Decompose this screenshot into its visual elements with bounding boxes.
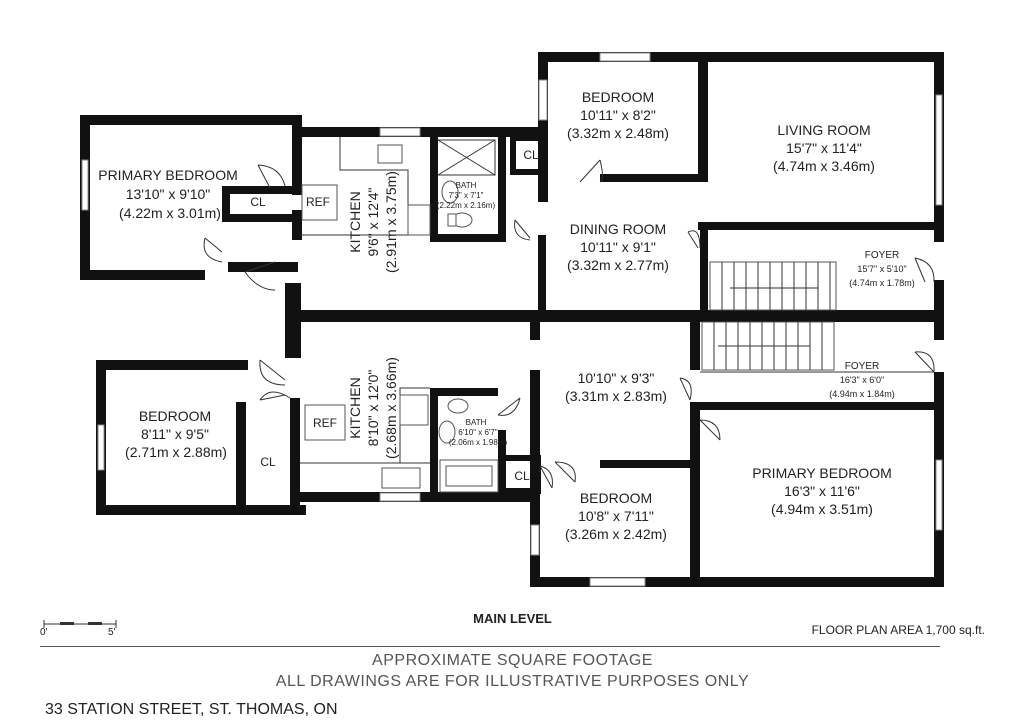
property-address: 33 STATION STREET, ST. THOMAS, ON — [45, 701, 338, 718]
foyer-lower-name: FOYER — [845, 361, 879, 372]
level-title: MAIN LEVEL — [473, 611, 552, 626]
kitchen-lower-imperial: 8'10" x 12'0" — [365, 370, 381, 447]
bedroom-right-name: BEDROOM — [580, 490, 652, 506]
living-name: LIVING ROOM — [777, 122, 870, 138]
labels-lower-unit: BEDROOM 8'11" x 9'5" (2.71m x 2.88m) CL … — [125, 357, 895, 542]
dining-imperial: 10'11" x 9'1" — [580, 239, 656, 255]
scale-start-label: 0' — [40, 627, 48, 638]
bedroom-left-name: BEDROOM — [139, 408, 211, 424]
primary-bedroom-lower-metric: (4.94m x 3.51m) — [771, 501, 873, 517]
fridge-label: REF — [306, 195, 330, 209]
bath-closet-label: CL — [523, 148, 539, 162]
center-room-imperial: 10'10" x 9'3" — [578, 370, 655, 386]
labels-upper-unit: PRIMARY BEDROOM 13'10" x 9'10" (4.22m x … — [98, 89, 915, 288]
bath-imperial: 7'3" x 7'1" — [449, 191, 484, 200]
scale-end-label: 5' — [108, 627, 116, 638]
primary-bedroom-imperial: 13'10" x 9'10" — [126, 186, 211, 202]
bedroom-name: BEDROOM — [582, 89, 654, 105]
bedroom-metric: (3.32m x 2.48m) — [567, 125, 669, 141]
foyer-imperial: 15'7" x 5'10" — [857, 264, 906, 274]
bedroom-left-imperial: 8'11" x 9'5" — [141, 426, 209, 442]
bath-name: BATH — [456, 181, 477, 190]
dining-name: DINING ROOM — [570, 221, 666, 237]
center-room-metric: (3.31m x 2.83m) — [565, 388, 667, 404]
dining-metric: (3.32m x 2.77m) — [567, 257, 669, 273]
footer-divider — [40, 646, 940, 647]
kitchen-metric: (2.91m x 3.75m) — [383, 171, 399, 273]
kitchen-lower-metric: (2.68m x 3.66m) — [383, 357, 399, 459]
bedroom-right-metric: (3.26m x 2.42m) — [565, 526, 667, 542]
fixtures — [300, 137, 934, 493]
closet-label: CL — [250, 195, 266, 209]
kitchen-name: KITCHEN — [347, 191, 363, 252]
living-imperial: 15'7" x 11'4" — [786, 140, 862, 156]
scale-bar — [43, 620, 117, 628]
primary-bedroom-lower-imperial: 16'3" x 11'6" — [784, 483, 860, 499]
disclaimer-line-2: ALL DRAWINGS ARE FOR ILLUSTRATIVE PURPOS… — [275, 673, 750, 690]
bath-lower-metric: (2.06m x 1.98m) — [449, 438, 508, 447]
foyer-metric: (4.74m x 1.78m) — [849, 278, 915, 288]
primary-bedroom-lower-name: PRIMARY BEDROOM — [752, 465, 892, 481]
bath-lower-name: BATH — [466, 418, 487, 427]
foyer-lower-imperial: 16'3" x 6'0" — [840, 375, 884, 385]
primary-bedroom-name: PRIMARY BEDROOM — [98, 167, 238, 183]
fridge-label-lower: REF — [313, 416, 337, 430]
foyer-name: FOYER — [865, 250, 899, 261]
floor-plan-area: FLOOR PLAN AREA 1,700 sq.ft. — [811, 623, 985, 637]
closet-label-lower: CL — [260, 455, 276, 469]
kitchen-lower-name: KITCHEN — [347, 377, 363, 438]
living-metric: (4.74m x 3.46m) — [773, 158, 875, 174]
windows — [81, 52, 943, 587]
bath-closet-lower-label: CL — [514, 469, 530, 483]
kitchen-imperial: 9'6" x 12'4" — [365, 187, 381, 256]
doors — [203, 159, 935, 489]
bedroom-right-imperial: 10'8" x 7'11" — [578, 508, 654, 524]
bath-lower-imperial: 6'10" x 6'7" — [458, 428, 498, 437]
foyer-lower-metric: (4.94m x 1.84m) — [829, 389, 895, 399]
bedroom-imperial: 10'11" x 8'2" — [580, 107, 656, 123]
bedroom-left-metric: (2.71m x 2.88m) — [125, 444, 227, 460]
primary-bedroom-metric: (4.22m x 3.01m) — [119, 205, 221, 221]
disclaimer-line-1: APPROXIMATE SQUARE FOOTAGE — [372, 652, 653, 669]
bath-metric: (2.22m x 2.16m) — [437, 201, 496, 210]
